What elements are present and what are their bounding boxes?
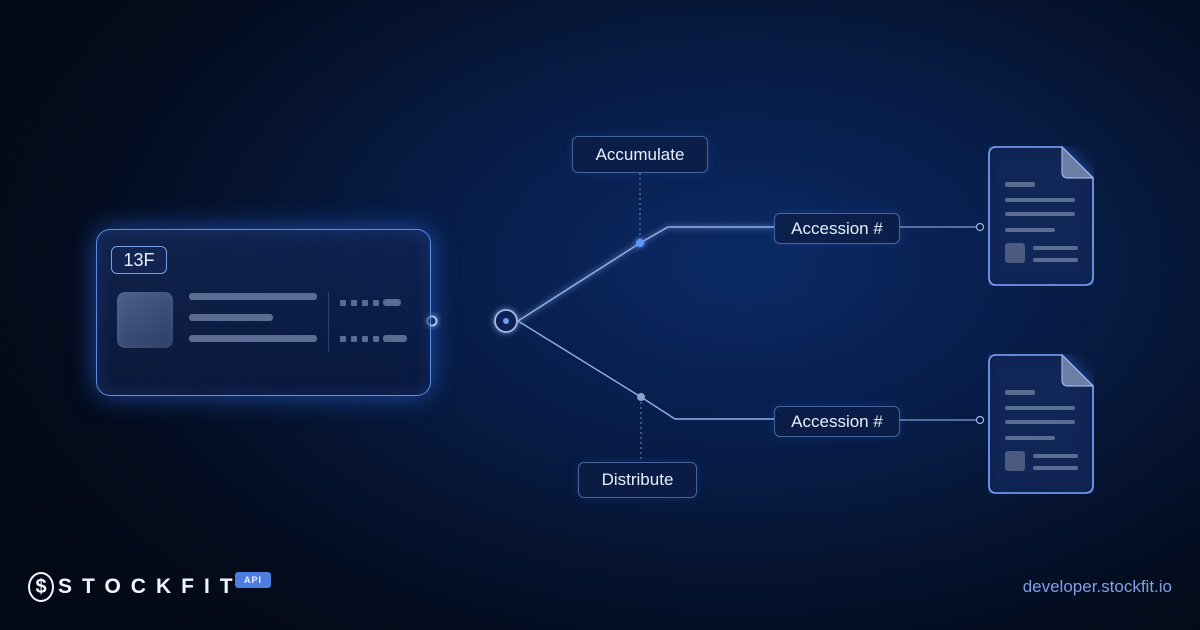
stockfit-logo[interactable]: $ STOCKFIT	[28, 569, 243, 605]
placeholder-dot	[340, 336, 346, 342]
placeholder-dot	[340, 300, 346, 306]
placeholder-dot	[362, 336, 368, 342]
card-divider	[328, 292, 329, 352]
placeholder-dot	[373, 300, 379, 306]
website-link[interactable]: developer.stockfit.io	[1022, 577, 1172, 596]
endpoint-top	[975, 222, 985, 232]
accumulate-label: Accumulate	[572, 136, 708, 173]
filing-tag: 13F	[111, 246, 167, 274]
placeholder-line	[189, 335, 317, 342]
accession-label-top: Accession #	[774, 213, 900, 244]
node-bottom	[637, 393, 645, 401]
placeholder-dot	[362, 300, 368, 306]
hub-node-center	[503, 318, 509, 324]
placeholder-dot	[351, 336, 357, 342]
filing-card-13f: 13F	[96, 229, 431, 396]
placeholder-line	[189, 314, 273, 321]
accession-label-bottom: Accession #	[774, 406, 900, 437]
node-top	[636, 239, 644, 247]
brand-name: STOCKFIT	[58, 575, 243, 598]
document-icon	[988, 354, 1094, 494]
document-icon	[988, 146, 1094, 286]
placeholder-dot	[373, 336, 379, 342]
connector-bottom-branch	[517, 320, 774, 420]
api-badge: API	[235, 572, 271, 588]
distribute-label: Distribute	[578, 462, 697, 498]
placeholder-line	[383, 335, 407, 342]
placeholder-dot	[351, 300, 357, 306]
placeholder-line	[189, 293, 317, 300]
connector-top-branch	[517, 226, 774, 322]
logo-mark-icon: $	[28, 572, 54, 602]
placeholder-line	[383, 299, 401, 306]
endpoint-bottom	[975, 415, 985, 425]
filing-thumbnail	[117, 292, 173, 348]
